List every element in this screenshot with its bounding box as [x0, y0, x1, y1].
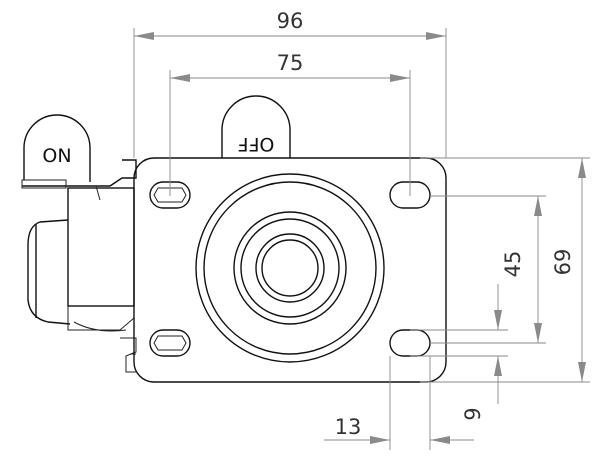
- dimension-overall-height: 69: [420, 157, 590, 383]
- mounting-plate: [133, 157, 447, 383]
- hole-spacing-height-value: 45: [501, 251, 525, 278]
- dimension-slot-length: 13: [324, 356, 474, 450]
- dimension-hole-spacing-height: 45: [430, 195, 546, 344]
- hole-spacing-width-value: 75: [277, 51, 304, 75]
- slot-width-value: 9: [461, 407, 485, 420]
- brake-tab-off: OFF: [221, 95, 291, 158]
- brake-tab-on: ON: [23, 114, 91, 182]
- mounting-slot-bottom-right: [389, 329, 431, 357]
- brake-off-label: OFF: [238, 133, 275, 155]
- caster-side-body: [21, 159, 137, 373]
- overall-height-value: 69: [551, 249, 575, 276]
- slot-length-value: 13: [335, 415, 362, 439]
- dimension-slot-width: 9: [410, 284, 508, 421]
- dimension-hole-spacing-width: 75: [169, 51, 411, 196]
- dimension-overall-width: 96: [133, 9, 447, 158]
- brake-on-label: ON: [42, 145, 71, 167]
- overall-width-value: 96: [277, 9, 304, 33]
- mounting-slot-bottom-left: [149, 329, 191, 357]
- swivel-bearing-rings: [195, 173, 385, 363]
